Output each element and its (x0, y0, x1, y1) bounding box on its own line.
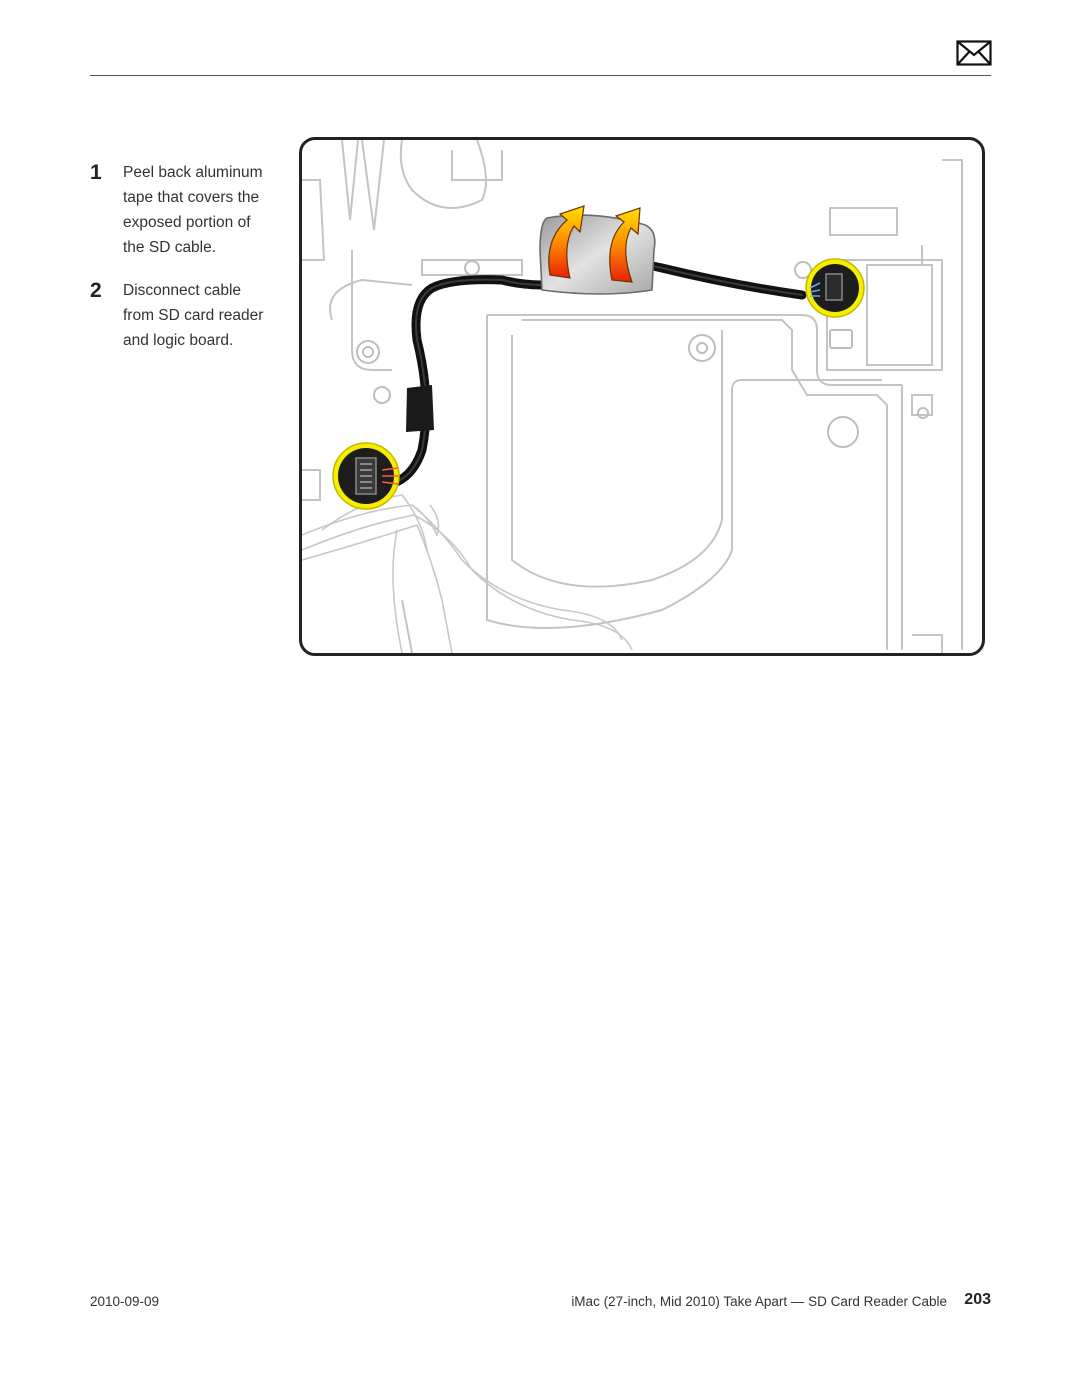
sd-cable (382, 260, 807, 490)
wire-bundle (302, 494, 633, 653)
footer-page-number: 203 (964, 1291, 991, 1308)
footer-document-title: iMac (27-inch, Mid 2010) Take Apart — SD… (571, 1294, 947, 1309)
procedure-figure (299, 137, 985, 656)
peel-arrow-icon (548, 205, 641, 283)
step-item: 1 Peel back aluminum tape that covers th… (90, 160, 280, 260)
step-number: 1 (90, 161, 102, 184)
imac-interior-illustration (302, 140, 963, 653)
header-rule (90, 75, 991, 76)
step-text: Peel back aluminum tape that covers the … (123, 164, 263, 256)
step-item: 2 Disconnect cable from SD card reader a… (90, 278, 280, 353)
footer-date: 2010-09-09 (90, 1294, 160, 1309)
screw-holes (356, 260, 929, 448)
step-number: 2 (90, 279, 102, 302)
sd-card-reader-connector (805, 258, 865, 318)
logic-board-connector (332, 442, 400, 510)
step-text: Disconnect cable from SD card reader and… (123, 282, 264, 349)
step-list: 1 Peel back aluminum tape that covers th… (90, 160, 280, 371)
envelope-icon[interactable] (956, 40, 992, 66)
chassis-outline (302, 140, 963, 653)
